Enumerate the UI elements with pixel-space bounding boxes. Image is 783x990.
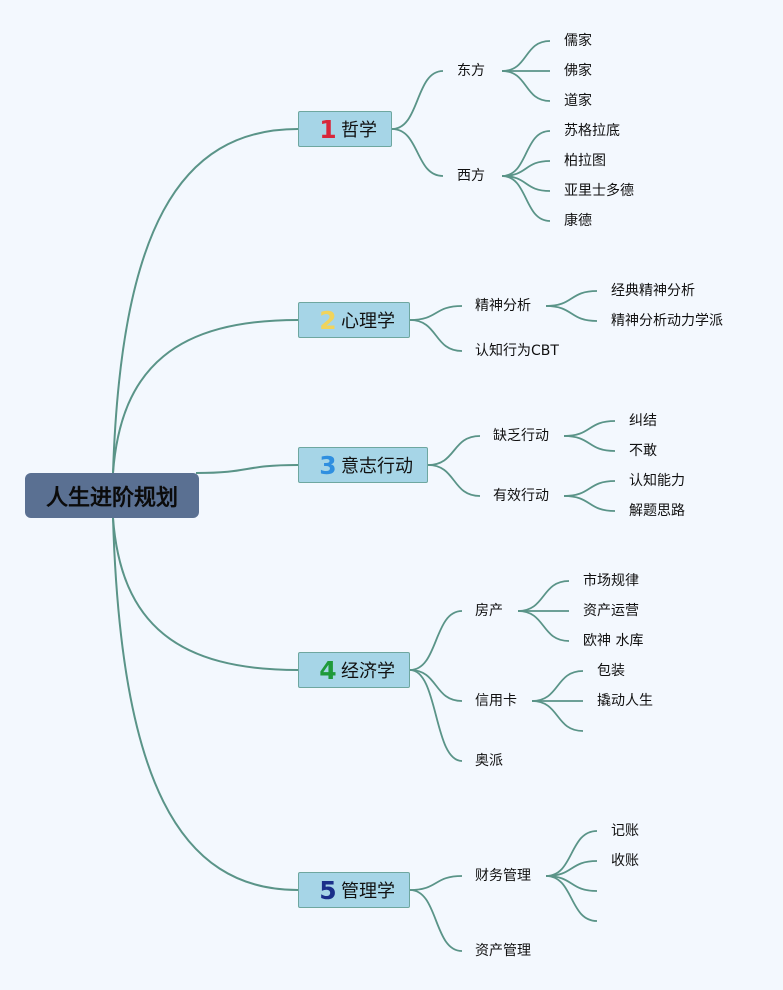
branch-node-3[interactable]: 3 意志行动 (298, 447, 428, 483)
node-asset-mgmt[interactable]: 资产管理 (475, 943, 531, 959)
node-classic-psychoanalysis[interactable]: 经典精神分析 (611, 283, 695, 299)
branch-number-2: 2 (319, 305, 337, 335)
branch-number-1: 1 (319, 114, 337, 144)
node-austrian[interactable]: 奥派 (475, 753, 503, 769)
node-effective-action[interactable]: 有效行动 (493, 488, 549, 504)
branch-number-4: 4 (319, 655, 337, 685)
link-fin-0 (545, 830, 598, 877)
node-psychodynamic[interactable]: 精神分析动力学派 (611, 313, 723, 329)
branch-label-1: 哲学 (341, 120, 377, 141)
link-b2-cbt (409, 319, 463, 352)
node-real-estate[interactable]: 房产 (475, 603, 503, 619)
link-psy-1 (545, 305, 598, 322)
link-b5-fin (409, 875, 463, 891)
node-packaging[interactable]: 包装 (597, 663, 625, 679)
branch-label-2: 心理学 (341, 311, 395, 332)
link-b1-east (391, 70, 444, 130)
link-b3-eff (427, 464, 481, 497)
node-kant[interactable]: 康德 (564, 213, 592, 229)
root-label: 人生进阶规划 (45, 485, 178, 511)
node-cbt[interactable]: 认知行为CBT (475, 343, 559, 359)
node-lack-action[interactable]: 缺乏行动 (493, 428, 549, 444)
link-b1-west (391, 128, 444, 177)
link-root-branch-3 (195, 464, 299, 474)
link-b2-psy (409, 305, 463, 321)
link-house-0 (517, 580, 570, 612)
node-market-rules[interactable]: 市场规律 (583, 573, 639, 589)
node-dare-not[interactable]: 不敢 (629, 443, 657, 459)
branch-number-5: 5 (319, 875, 337, 905)
link-fin-3 (545, 875, 598, 922)
link-lack-0 (563, 420, 616, 437)
link-b5-asset (409, 889, 463, 952)
node-credit-card[interactable]: 信用卡 (475, 693, 517, 709)
link-card-2 (531, 700, 584, 732)
node-tangle[interactable]: 纠结 (629, 413, 657, 429)
node-reservoir[interactable]: 欧神 水库 (583, 633, 644, 649)
link-east-0 (501, 40, 551, 72)
branch-node-4[interactable]: 4 经济学 (298, 652, 410, 688)
node-financial-mgmt[interactable]: 财务管理 (475, 868, 531, 884)
link-card-0 (531, 670, 584, 702)
branch-label-4: 经济学 (341, 661, 395, 682)
node-fo[interactable]: 佛家 (564, 63, 592, 79)
node-aristotle[interactable]: 亚里士多德 (564, 183, 634, 199)
branch-label-5: 管理学 (341, 881, 395, 902)
node-plato[interactable]: 柏拉图 (564, 153, 606, 169)
branch-number-3: 3 (319, 450, 337, 480)
link-b4-card (409, 669, 463, 702)
root-node[interactable]: 人生进阶规划 (25, 473, 199, 518)
branch-node-1[interactable]: 1 哲学 (298, 111, 392, 147)
branch-node-5[interactable]: 5 管理学 (298, 872, 410, 908)
branch-label-3: 意志行动 (341, 456, 413, 477)
link-eff-0 (563, 480, 616, 497)
node-leverage-life[interactable]: 撬动人生 (597, 693, 653, 709)
node-socrates[interactable]: 苏格拉底 (564, 123, 620, 139)
node-west[interactable]: 西方 (457, 168, 485, 184)
link-root-branch-2 (112, 319, 299, 474)
link-west-3 (501, 175, 551, 222)
node-cognition[interactable]: 认知能力 (629, 473, 685, 489)
node-psychoanalysis[interactable]: 精神分析 (475, 298, 531, 314)
link-eff-1 (563, 495, 616, 512)
link-psy-0 (545, 290, 598, 307)
link-root-branch-1 (112, 128, 299, 474)
node-east[interactable]: 东方 (457, 63, 485, 79)
node-collection[interactable]: 收账 (611, 853, 639, 869)
node-ru[interactable]: 儒家 (564, 33, 592, 49)
branch-node-2[interactable]: 2 心理学 (298, 302, 410, 338)
link-root-branch-4 (112, 517, 299, 671)
node-dao[interactable]: 道家 (564, 93, 592, 109)
link-b4-house (409, 610, 463, 671)
node-bookkeeping[interactable]: 记账 (611, 823, 639, 839)
link-b4-aus (409, 669, 463, 762)
node-asset-operation[interactable]: 资产运营 (583, 603, 639, 619)
node-solving[interactable]: 解题思路 (629, 503, 685, 519)
link-house-2 (517, 610, 570, 642)
link-b3-lack (427, 435, 481, 466)
link-lack-1 (563, 435, 616, 452)
link-east-2 (501, 70, 551, 102)
link-root-branch-5 (112, 517, 299, 891)
